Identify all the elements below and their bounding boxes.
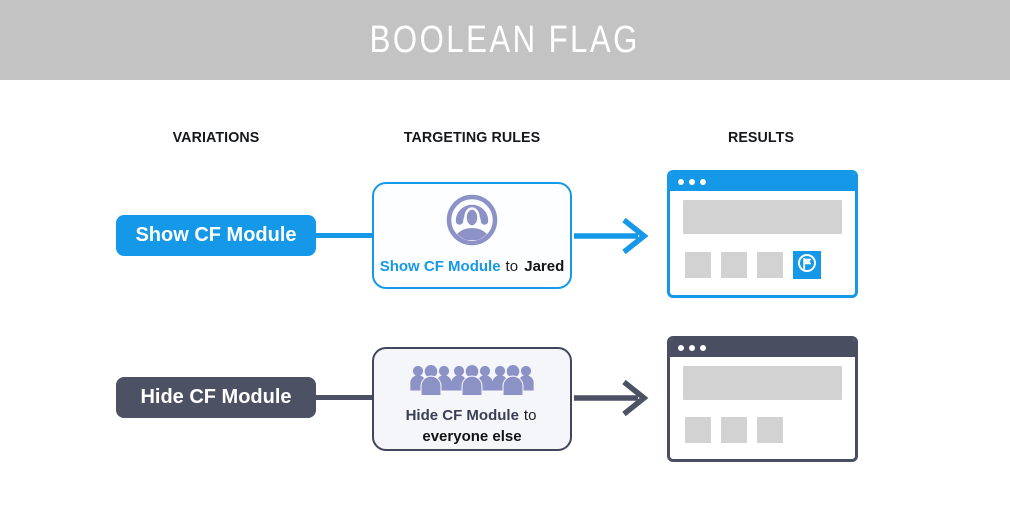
- window-dot-icon: [700, 179, 706, 185]
- rule-module-name: Hide CF Module: [405, 407, 519, 425]
- arrow-right-icon: [574, 379, 649, 417]
- window-dot-icon: [678, 179, 684, 185]
- connector-line-hide: [312, 395, 374, 400]
- content-tiles-row: [685, 251, 855, 279]
- variation-button-hide-cf-module[interactable]: Hide CF Module: [116, 377, 316, 418]
- content-tile-placeholder: [721, 252, 747, 278]
- column-header-variations: VARIATIONS: [172, 129, 260, 146]
- arrow-right-icon: [574, 217, 649, 255]
- variation-button-show-cf-module[interactable]: Show CF Module: [116, 215, 316, 256]
- rule-connector: to: [505, 257, 519, 275]
- flag-circle-icon: [796, 252, 818, 279]
- result-browser-window-hide: [667, 336, 858, 462]
- browser-titlebar: [670, 173, 855, 191]
- window-dot-icon: [689, 345, 695, 351]
- column-header-results: RESULTS: [727, 129, 795, 146]
- content-banner-placeholder: [683, 366, 842, 400]
- page-title: BOOLEAN FLAG: [369, 18, 641, 61]
- connector-line-show: [312, 233, 374, 238]
- window-dot-icon: [678, 345, 684, 351]
- browser-titlebar: [670, 339, 855, 357]
- content-tile-placeholder: [685, 252, 711, 278]
- rule-connector: to: [523, 407, 537, 425]
- window-dot-icon: [689, 179, 695, 185]
- content-tile-placeholder: [757, 252, 783, 278]
- content-tile-placeholder: [757, 417, 783, 443]
- single-user-icon: [444, 194, 500, 251]
- header-bar: BOOLEAN FLAG: [0, 0, 1010, 80]
- variation-button-label: Show CF Module: [135, 224, 297, 246]
- content-banner-placeholder: [683, 200, 842, 234]
- content-tile-placeholder: [685, 417, 711, 443]
- result-browser-window-show: [667, 170, 858, 298]
- rule-audience: everyone else: [422, 427, 522, 445]
- window-dot-icon: [700, 345, 706, 351]
- content-tile-placeholder: [721, 417, 747, 443]
- rule-module-name: Show CF Module: [379, 257, 501, 275]
- column-header-targeting-rules: TARGETING RULES: [403, 129, 541, 146]
- rule-audience: Jared: [524, 257, 565, 275]
- crowd-icon: [407, 351, 537, 400]
- content-tiles-row: [685, 417, 855, 443]
- variation-button-label: Hide CF Module: [140, 386, 292, 408]
- cf-module-tile[interactable]: [793, 251, 821, 279]
